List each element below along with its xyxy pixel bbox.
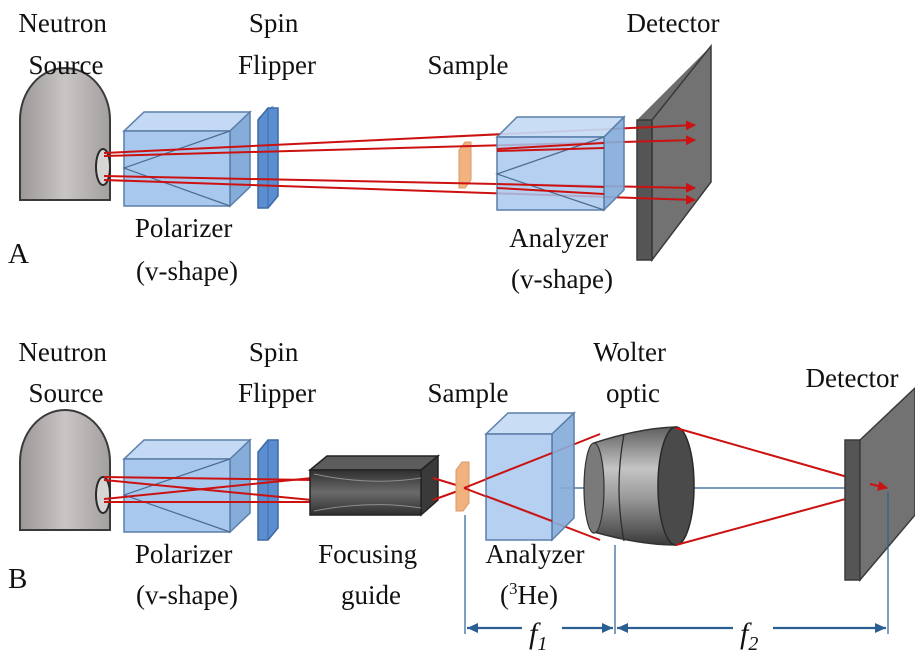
polarizer-label-b: Polarizer (v-shape) — [135, 539, 239, 610]
beams-b-input — [103, 476, 313, 503]
sample-label-a: Sample — [428, 50, 509, 80]
panel-a: Neutron Source Spin Flipper Sample Detec… — [8, 8, 719, 294]
panel-letter-b: B — [8, 563, 27, 595]
neutron-source-b — [19, 409, 111, 531]
analyzer-label-b: Analyzer — [486, 539, 585, 569]
source-label-a: Neutron Source — [18, 8, 113, 80]
sample-b — [455, 461, 470, 512]
analyzer-he3-label: (3He) — [500, 579, 558, 610]
spin-flipper-b — [257, 439, 279, 541]
flipper-label-a: Spin Flipper — [238, 8, 316, 80]
detector-b — [844, 386, 915, 583]
wolter-label-b: Wolter optic — [593, 337, 673, 408]
polarizer-label-a: Polarizer (v-shape) — [135, 213, 239, 286]
neutron-source-a — [19, 67, 111, 201]
sample-label-b: Sample — [428, 378, 509, 408]
wolter-optic — [583, 426, 695, 546]
focusing-guide — [307, 454, 441, 517]
detector-label-a: Detector — [627, 8, 720, 38]
focal-lengths: f1 f2 — [464, 492, 889, 655]
focus-point-b — [869, 481, 888, 491]
sample-a — [458, 141, 472, 189]
panel-b: f1 f2 Neutron Source Spin Flipper Sample… — [8, 337, 915, 655]
analyzer-label-a: Analyzer (v-shape) — [509, 223, 615, 294]
guide-label-b: Focusing guide — [318, 539, 424, 610]
source-label-b: Neutron Source — [18, 337, 113, 408]
analyzer-b — [484, 411, 576, 542]
detector-label-b: Detector — [806, 363, 899, 393]
polarizer-a — [122, 110, 252, 208]
flipper-label-b: Spin Flipper — [238, 337, 316, 408]
spin-flipper-a — [257, 106, 279, 209]
analyzer-a — [495, 115, 626, 212]
detector-a — [636, 43, 712, 263]
panel-letter-a: A — [8, 238, 29, 270]
